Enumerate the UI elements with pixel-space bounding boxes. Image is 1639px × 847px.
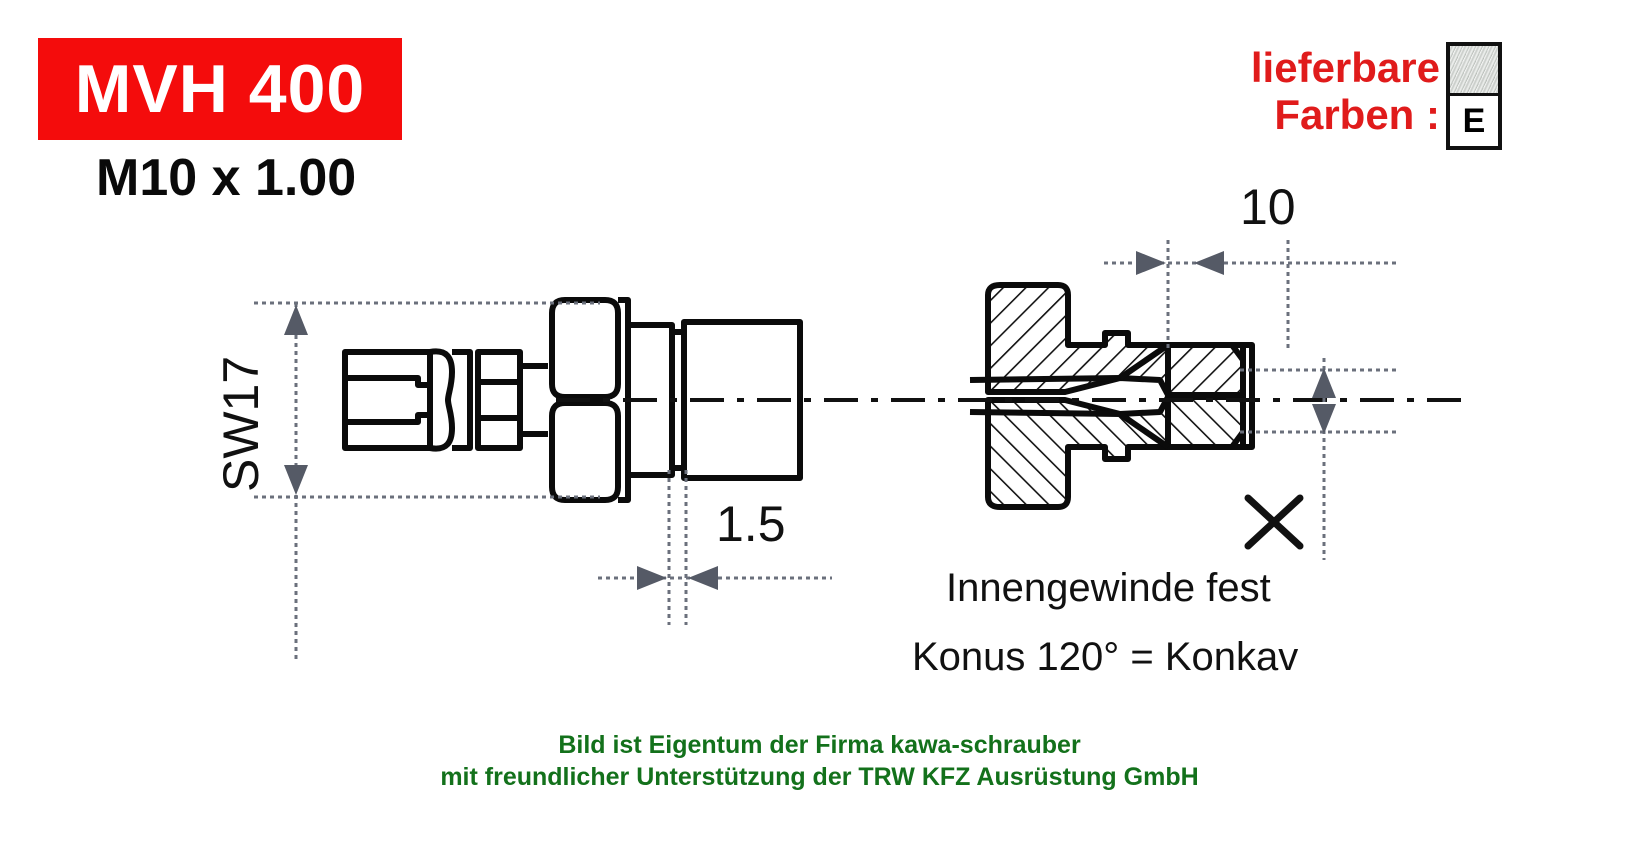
sw17-arrow-bottom: [284, 465, 308, 495]
note-internal-thread: Innengewinde fest: [946, 566, 1271, 610]
dimension-label-groove: 1.5: [716, 496, 786, 552]
bore-arrow-top: [1312, 368, 1336, 398]
dimension-thread-10: [1104, 240, 1400, 348]
groove-arrow-left: [637, 566, 667, 590]
dimension-groove-1-5: [598, 470, 832, 625]
available-colors-line2: Farben :: [1274, 91, 1440, 139]
crimp-bulge: [429, 348, 455, 452]
dimension-label-thread-length: 10: [1240, 179, 1296, 235]
dimension-bore-right: [1240, 358, 1400, 560]
color-swatch[interactable]: E: [1446, 42, 1502, 150]
right-port-section: [969, 282, 1255, 510]
threaded-body: [681, 319, 803, 481]
crimp-bulge-right: [452, 349, 473, 451]
product-code-badge: MVH 400: [38, 38, 402, 140]
hose-socket-outline: [342, 349, 433, 451]
hex-nut-upper-jaw: [549, 297, 621, 400]
ferrule-collar: [475, 349, 523, 451]
product-code-label: MVH 400: [74, 51, 366, 127]
bore-arrow-bottom: [1312, 404, 1336, 434]
port-body-lower-section: [985, 394, 1246, 510]
sw17-arrow-top: [284, 305, 308, 335]
bore-line-bottom: [969, 409, 1121, 417]
bore-line-top: [969, 375, 1121, 383]
note-cone-angle: Konus 120° = Konkav: [912, 635, 1299, 679]
dimension-sw17: [254, 301, 600, 660]
thread10-arrow-right: [1194, 251, 1224, 275]
copyright-line2: mit freundlicher Unterstützung der TRW K…: [440, 762, 1199, 791]
stub-shaft: [520, 363, 548, 437]
color-code-cell: E: [1450, 96, 1498, 146]
thread10-arrow-left: [1136, 251, 1166, 275]
chrome-finish-swatch: [1450, 46, 1498, 96]
thread-spec-label: M10 x 1.00: [96, 149, 357, 207]
copyright-footer: Bild ist Eigentum der Firma kawa-schraub…: [0, 730, 1639, 793]
groove-arrow-right: [688, 566, 718, 590]
socket-inner-step-top: [348, 375, 428, 388]
dimension-label-sw17: SW17: [213, 355, 269, 492]
available-colors-line1: lieferbare: [1250, 44, 1440, 91]
cross-mark-icon: [1244, 494, 1304, 550]
copyright-line1: Bild ist Eigentum der Firma kawa-schraub…: [558, 731, 1081, 759]
cone-seat-120: [1118, 342, 1170, 450]
hex-nut-lower-jaw: [549, 400, 621, 503]
available-colors-legend: lieferbare Farben :: [1160, 44, 1440, 138]
port-right-face: [1243, 342, 1255, 450]
color-code-label: E: [1462, 102, 1486, 140]
socket-inner-step-bottom: [348, 412, 428, 425]
